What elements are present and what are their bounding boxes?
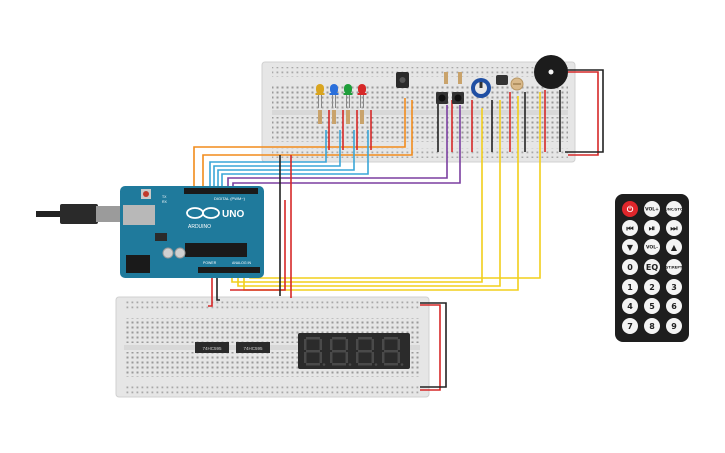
- wire-blue-2: [213, 130, 341, 190]
- remote-button-label: ⏭: [670, 224, 678, 233]
- remote-button-label: 2: [649, 283, 655, 292]
- green-led: [343, 84, 353, 108]
- remote-button-zero[interactable]: 0: [622, 259, 638, 275]
- remote-button-st-rept[interactable]: ST/REPT: [666, 259, 683, 275]
- remote-button-play-pause[interactable]: ⏯: [644, 220, 660, 236]
- remote-button-one[interactable]: 1: [622, 279, 638, 295]
- piezo-buzzer[interactable]: [534, 55, 568, 89]
- wire-black-bottom-rail: [420, 302, 447, 388]
- photoresistor[interactable]: [510, 77, 524, 91]
- remote-button-vol-up[interactable]: VOL+: [644, 201, 660, 217]
- wire-blue-4: [221, 130, 369, 190]
- remote-button-eq[interactable]: EQ: [644, 259, 660, 275]
- atmega-chip: [185, 243, 247, 257]
- arduino-uno[interactable]: UNO ARDUINO DIGITAL (PWM~) POWER ANALOG …: [36, 186, 264, 278]
- remote-button-label: 0: [627, 263, 633, 272]
- arduino-logo: UNO ARDUINO: [186, 207, 244, 230]
- remote-button-three[interactable]: 3: [666, 279, 682, 295]
- remote-button-vol-down[interactable]: VOL-: [644, 239, 660, 255]
- remote-button-label: ▲: [671, 243, 678, 252]
- remote-button-label: 8: [649, 322, 655, 331]
- board-model-label: UNO: [222, 209, 244, 220]
- remote-button-up[interactable]: ▲: [666, 239, 682, 255]
- analog-header: [198, 267, 260, 273]
- push-button-1[interactable]: [436, 92, 448, 104]
- remote-button-down[interactable]: ▼: [622, 239, 638, 255]
- remote-button-power[interactable]: ⏻: [622, 201, 638, 217]
- led-group: [315, 84, 367, 108]
- seven-segment-display[interactable]: [298, 333, 410, 369]
- remote-button-label: 1: [627, 283, 633, 292]
- remote-button-label: 5: [649, 302, 655, 311]
- remote-button-nine[interactable]: 9: [666, 318, 682, 334]
- remote-button-label: 9: [671, 322, 677, 331]
- remote-button-label: VOL-: [646, 245, 658, 251]
- digital-label: DIGITAL (PWM~): [214, 196, 246, 201]
- analog-label: ANALOG IN: [232, 261, 252, 265]
- ir-receiver[interactable]: [396, 72, 409, 88]
- remote-button-label: ST/REPT: [666, 266, 683, 270]
- shift-register-1-label: 74HC595: [202, 346, 222, 351]
- remote-button-label: ⏯: [649, 224, 655, 233]
- shift-register-2-label: 74HC595: [243, 346, 263, 351]
- remote-button-label: 6: [671, 302, 677, 311]
- wire-black-bottom: [216, 272, 220, 301]
- usb-cable: [36, 204, 126, 224]
- remote-button-label: ⏮: [626, 224, 633, 233]
- remote-button-label: VOL+: [645, 207, 659, 213]
- remote-button-four[interactable]: 4: [622, 298, 638, 314]
- power-label: POWER: [203, 261, 217, 265]
- temperature-sensor[interactable]: [496, 75, 508, 85]
- wire-yellow-2: [237, 100, 501, 287]
- wire-black-top-rail: [565, 69, 604, 153]
- remote-button-six[interactable]: 6: [666, 298, 682, 314]
- seven-segment-digit: [330, 337, 352, 366]
- remote-button-rewind[interactable]: ⏮: [622, 220, 638, 236]
- usb-port: [123, 205, 155, 225]
- remote-button-eight[interactable]: 8: [644, 318, 660, 334]
- rx-label: RX: [162, 200, 168, 204]
- wire-red-bottom: [208, 272, 213, 307]
- tx-label: TX: [162, 195, 167, 199]
- seven-segment-digit: [304, 337, 326, 366]
- remote-button-forward[interactable]: ⏭: [666, 220, 682, 236]
- blue-led: [329, 84, 339, 108]
- wire-blue-1: [209, 130, 327, 190]
- remote-button-label: FUNC/STOP: [662, 208, 685, 212]
- remote-button-label: ▼: [627, 243, 634, 252]
- red-led: [357, 84, 367, 108]
- push-button-2[interactable]: [452, 92, 464, 104]
- remote-button-label: 3: [671, 283, 677, 292]
- wire-orange-2: [202, 100, 413, 190]
- potentiometer[interactable]: [471, 78, 491, 98]
- shift-register-2[interactable]: 74HC595: [236, 342, 270, 353]
- remote-button-two[interactable]: 2: [644, 279, 660, 295]
- wire-yellow-3: [243, 96, 519, 291]
- remote-button-label: 7: [627, 322, 633, 331]
- power-jack: [126, 255, 150, 273]
- remote-button-label: 4: [627, 302, 633, 311]
- remote-button-label: EQ: [646, 263, 658, 272]
- wire-red-top-rail: [568, 71, 599, 156]
- seven-segment-digit: [382, 337, 404, 366]
- wire-red-board-1: [230, 200, 286, 291]
- wire-orange-1: [193, 98, 406, 190]
- wire-red-bottom-rail: [420, 304, 441, 391]
- wires: [193, 69, 604, 391]
- remote-button-five[interactable]: 5: [644, 298, 660, 314]
- wire-purple-1: [227, 105, 448, 190]
- yellow-led: [315, 84, 325, 108]
- remote-button-label: ⏻: [627, 205, 634, 214]
- ir-remote[interactable]: ⏻ VOL+FUNC/STOP ⏮ ⏯ ⏭ ▼ VOL- ▲ 0 EQ ST/REPT 1 2 3 4 5 6 7…: [615, 194, 689, 342]
- remote-button-seven[interactable]: 7: [622, 318, 638, 334]
- shift-register-1[interactable]: 74HC595: [195, 342, 229, 353]
- led-resistors: [318, 72, 462, 124]
- remote-button-func-stop[interactable]: FUNC/STOP: [662, 201, 686, 217]
- brand-label: ARDUINO: [188, 224, 211, 230]
- digital-header: [184, 188, 258, 194]
- wire-blue-3: [217, 130, 355, 190]
- seven-segment-digit: [356, 337, 378, 366]
